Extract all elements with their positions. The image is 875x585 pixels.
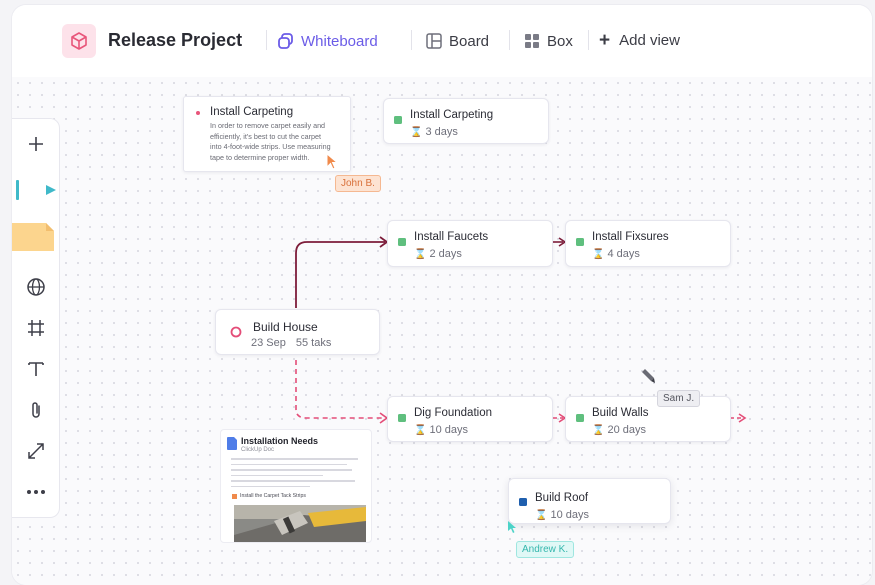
box-icon — [525, 34, 539, 48]
header-divider — [509, 30, 510, 50]
plus-icon[interactable] — [12, 129, 59, 159]
task-status-square — [576, 238, 584, 246]
note-card[interactable]: Install Carpeting In order to remove car… — [183, 96, 351, 172]
task-duration: 10 days — [429, 424, 468, 436]
task-status-square — [398, 238, 406, 246]
collaborator-tag-john: John B. — [335, 175, 381, 192]
doc-card-installation-needs[interactable]: Installation Needs ClickUp Doc Install t… — [220, 429, 372, 543]
frame-icon[interactable] — [12, 313, 59, 343]
project-title: Release Project — [108, 30, 243, 50]
task-duration: 10 days — [550, 509, 589, 521]
collaborator-tag-andrew: Andrew K. — [516, 541, 575, 558]
hourglass-icon: ⌛ — [414, 248, 427, 260]
tab-box-label: Box — [547, 32, 573, 50]
note-dot — [196, 111, 200, 115]
tab-whiteboard-label: Whiteboard — [301, 32, 378, 50]
milestone-card-build-house[interactable]: Build House 23 Sep 55 taks — [215, 309, 380, 355]
hourglass-icon: ⌛ — [592, 424, 605, 436]
connector-house-faucets — [295, 241, 385, 308]
doc-title: Installation Needs — [241, 436, 319, 446]
task-name: Install Faucets — [414, 231, 489, 243]
milestone-circle-icon — [230, 326, 242, 338]
task-status-square — [519, 498, 527, 506]
cursor-icon — [326, 153, 339, 170]
connector-house-foundation — [295, 360, 385, 419]
tab-whiteboard[interactable]: Whiteboard — [277, 32, 378, 50]
whiteboard-icon — [278, 33, 293, 49]
task-duration: 3 days — [425, 126, 458, 138]
task-duration: 4 days — [607, 248, 640, 260]
whiteboard-toolbar — [12, 118, 60, 518]
task-card-install-faucets[interactable]: Install Faucets ⌛2 days — [387, 220, 553, 267]
milestone-date: 23 Sep — [251, 337, 286, 349]
task-card-build-walls[interactable]: Build Walls ⌛20 days — [565, 396, 731, 442]
doc-section: Install the Carpet Tack Strips — [240, 493, 306, 499]
task-card-install-carpeting[interactable]: Install Carpeting ⌛3 days — [383, 98, 549, 144]
task-name: Install Carpeting — [410, 109, 494, 121]
note-title: Install Carpeting — [210, 106, 294, 118]
add-view-label: Add view — [619, 32, 680, 49]
tab-box[interactable]: Box — [523, 32, 573, 50]
connector-icon[interactable] — [12, 436, 59, 466]
globe-icon[interactable] — [12, 272, 59, 302]
add-view-button[interactable]: + Add view — [599, 29, 680, 51]
project-icon[interactable] — [62, 24, 96, 58]
header-divider — [588, 30, 589, 50]
app-window: Release Project Whiteboard Board — [12, 5, 872, 585]
hourglass-icon: ⌛ — [410, 126, 423, 138]
hourglass-icon: ⌛ — [592, 248, 605, 260]
header-divider — [266, 30, 267, 50]
doc-bullet — [232, 494, 237, 499]
task-card-install-fixsures[interactable]: Install Fixsures ⌛4 days — [565, 220, 731, 267]
task-duration: 2 days — [429, 248, 462, 260]
task-name: Build Roof — [535, 492, 589, 504]
more-icon[interactable] — [12, 477, 59, 507]
arrow-head — [738, 413, 747, 423]
task-status-square — [398, 414, 406, 422]
task-name: Build Walls — [592, 407, 649, 419]
sticky-note-icon[interactable] — [12, 222, 59, 252]
pen-icon[interactable] — [12, 175, 59, 205]
plus-icon: + — [599, 29, 611, 51]
cube-icon — [71, 32, 87, 50]
cursor-icon — [508, 521, 516, 533]
task-duration: 20 days — [607, 424, 646, 436]
header-divider — [411, 30, 412, 50]
doc-text-lines — [231, 458, 363, 491]
task-card-dig-foundation[interactable]: Dig Foundation ⌛10 days — [387, 396, 553, 442]
tab-board-label: Board — [449, 32, 490, 50]
whiteboard-canvas[interactable] — [12, 77, 872, 585]
connectors-layer — [295, 236, 747, 424]
note-body: In order to remove carpet easily and eff… — [210, 121, 331, 162]
doc-image-thumbnail — [234, 505, 366, 542]
milestone-name: Build House — [253, 320, 318, 334]
text-icon[interactable] — [12, 354, 59, 384]
hourglass-icon: ⌛ — [535, 509, 548, 521]
doc-subtitle: ClickUp Doc — [241, 447, 275, 453]
task-status-square — [394, 116, 402, 124]
tab-board[interactable]: Board — [425, 32, 489, 50]
view-header: Release Project Whiteboard Board — [12, 5, 872, 77]
pen-cursor-icon — [642, 369, 655, 383]
task-name: Dig Foundation — [414, 407, 492, 419]
task-status-square — [576, 414, 584, 422]
doc-icon — [227, 437, 237, 450]
attachment-icon[interactable] — [12, 395, 59, 425]
milestone-task-count: 55 taks — [295, 337, 332, 349]
hourglass-icon: ⌛ — [414, 424, 427, 436]
collaborator-tag-sam: Sam J. — [657, 390, 701, 407]
task-card-build-roof[interactable]: Build Roof ⌛10 days — [508, 478, 671, 524]
board-icon — [426, 33, 442, 49]
task-name: Install Fixsures — [592, 231, 669, 243]
